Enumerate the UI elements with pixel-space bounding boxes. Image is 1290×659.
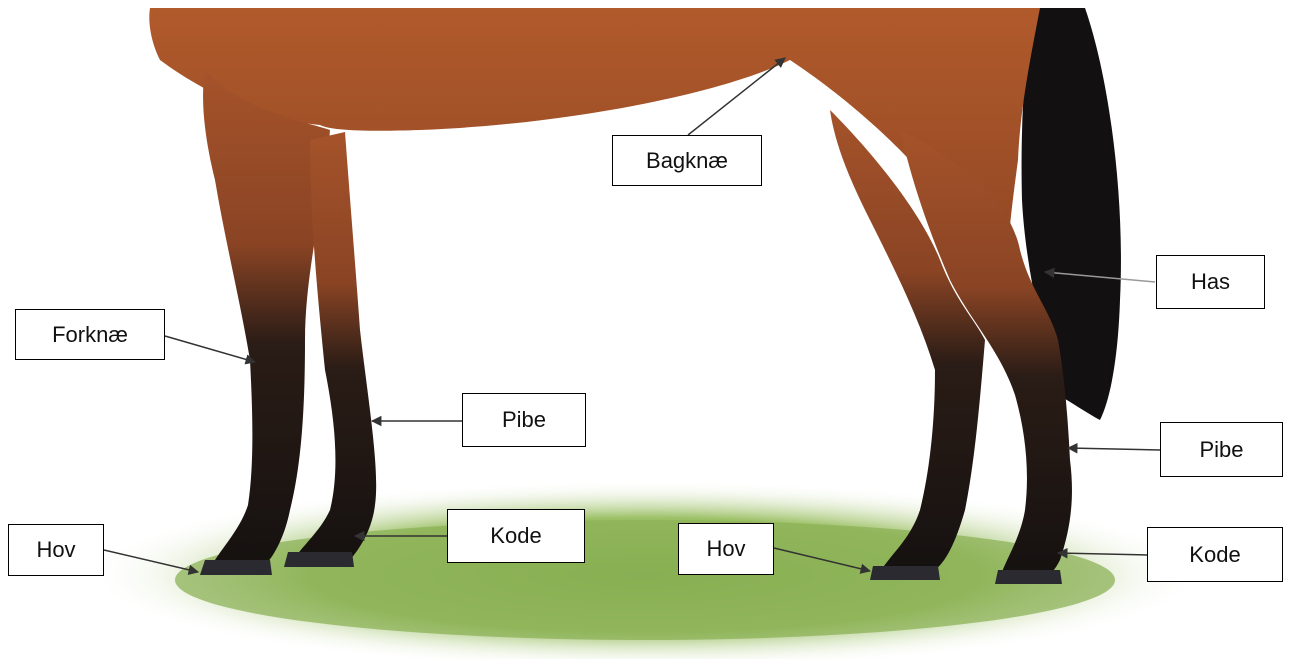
label-pibe-hind: Pibe — [1160, 422, 1283, 477]
label-pibe-front: Pibe — [462, 393, 586, 447]
arrow-pibe-hind — [1068, 448, 1160, 450]
label-hov-hind: Hov — [678, 523, 774, 575]
hind-hoof-far — [870, 566, 940, 580]
label-forknae: Forknæ — [15, 309, 165, 360]
hind-hoof-near — [995, 570, 1062, 584]
front-hoof-near — [200, 560, 272, 575]
label-has: Has — [1156, 255, 1265, 309]
label-kode-hind: Kode — [1147, 527, 1283, 582]
front-hoof-far — [284, 552, 354, 567]
label-hov-front: Hov — [8, 524, 104, 576]
label-kode-front: Kode — [447, 509, 585, 563]
arrow-forknae — [165, 336, 255, 362]
label-bagknae: Bagknæ — [612, 135, 762, 186]
